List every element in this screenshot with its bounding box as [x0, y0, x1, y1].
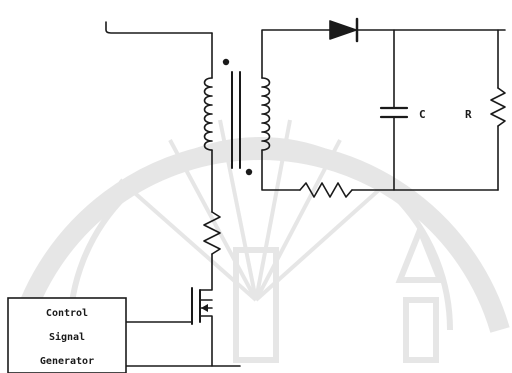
- diode-triangle: [329, 20, 357, 40]
- secondary-coil: [261, 77, 271, 151]
- circuit-wires: [105, 17, 506, 367]
- generator-line-3: Generator: [40, 356, 94, 367]
- secondary-polarity-dot: [245, 168, 253, 176]
- generator-line-1: Control: [46, 308, 88, 319]
- mosfet-arrow: [201, 304, 208, 312]
- secondary-top-wire: [261, 29, 331, 79]
- primary-resistor: [203, 211, 221, 255]
- primary-coil: [203, 77, 213, 151]
- input-terminal-hook: [105, 21, 213, 34]
- generator-line-2: Signal: [49, 331, 85, 343]
- capacitor-label: C: [419, 108, 426, 121]
- primary-polarity-dot: [222, 58, 230, 66]
- resistor-label: R: [465, 108, 472, 121]
- mosfet-source-wire: [199, 315, 213, 367]
- watermark-seal: [10, 119, 510, 363]
- secondary-bottom-wire: [261, 149, 301, 191]
- secondary-resistor: [299, 182, 353, 198]
- control-signal-generator-box: [7, 297, 127, 373]
- load-resistor: [490, 87, 506, 127]
